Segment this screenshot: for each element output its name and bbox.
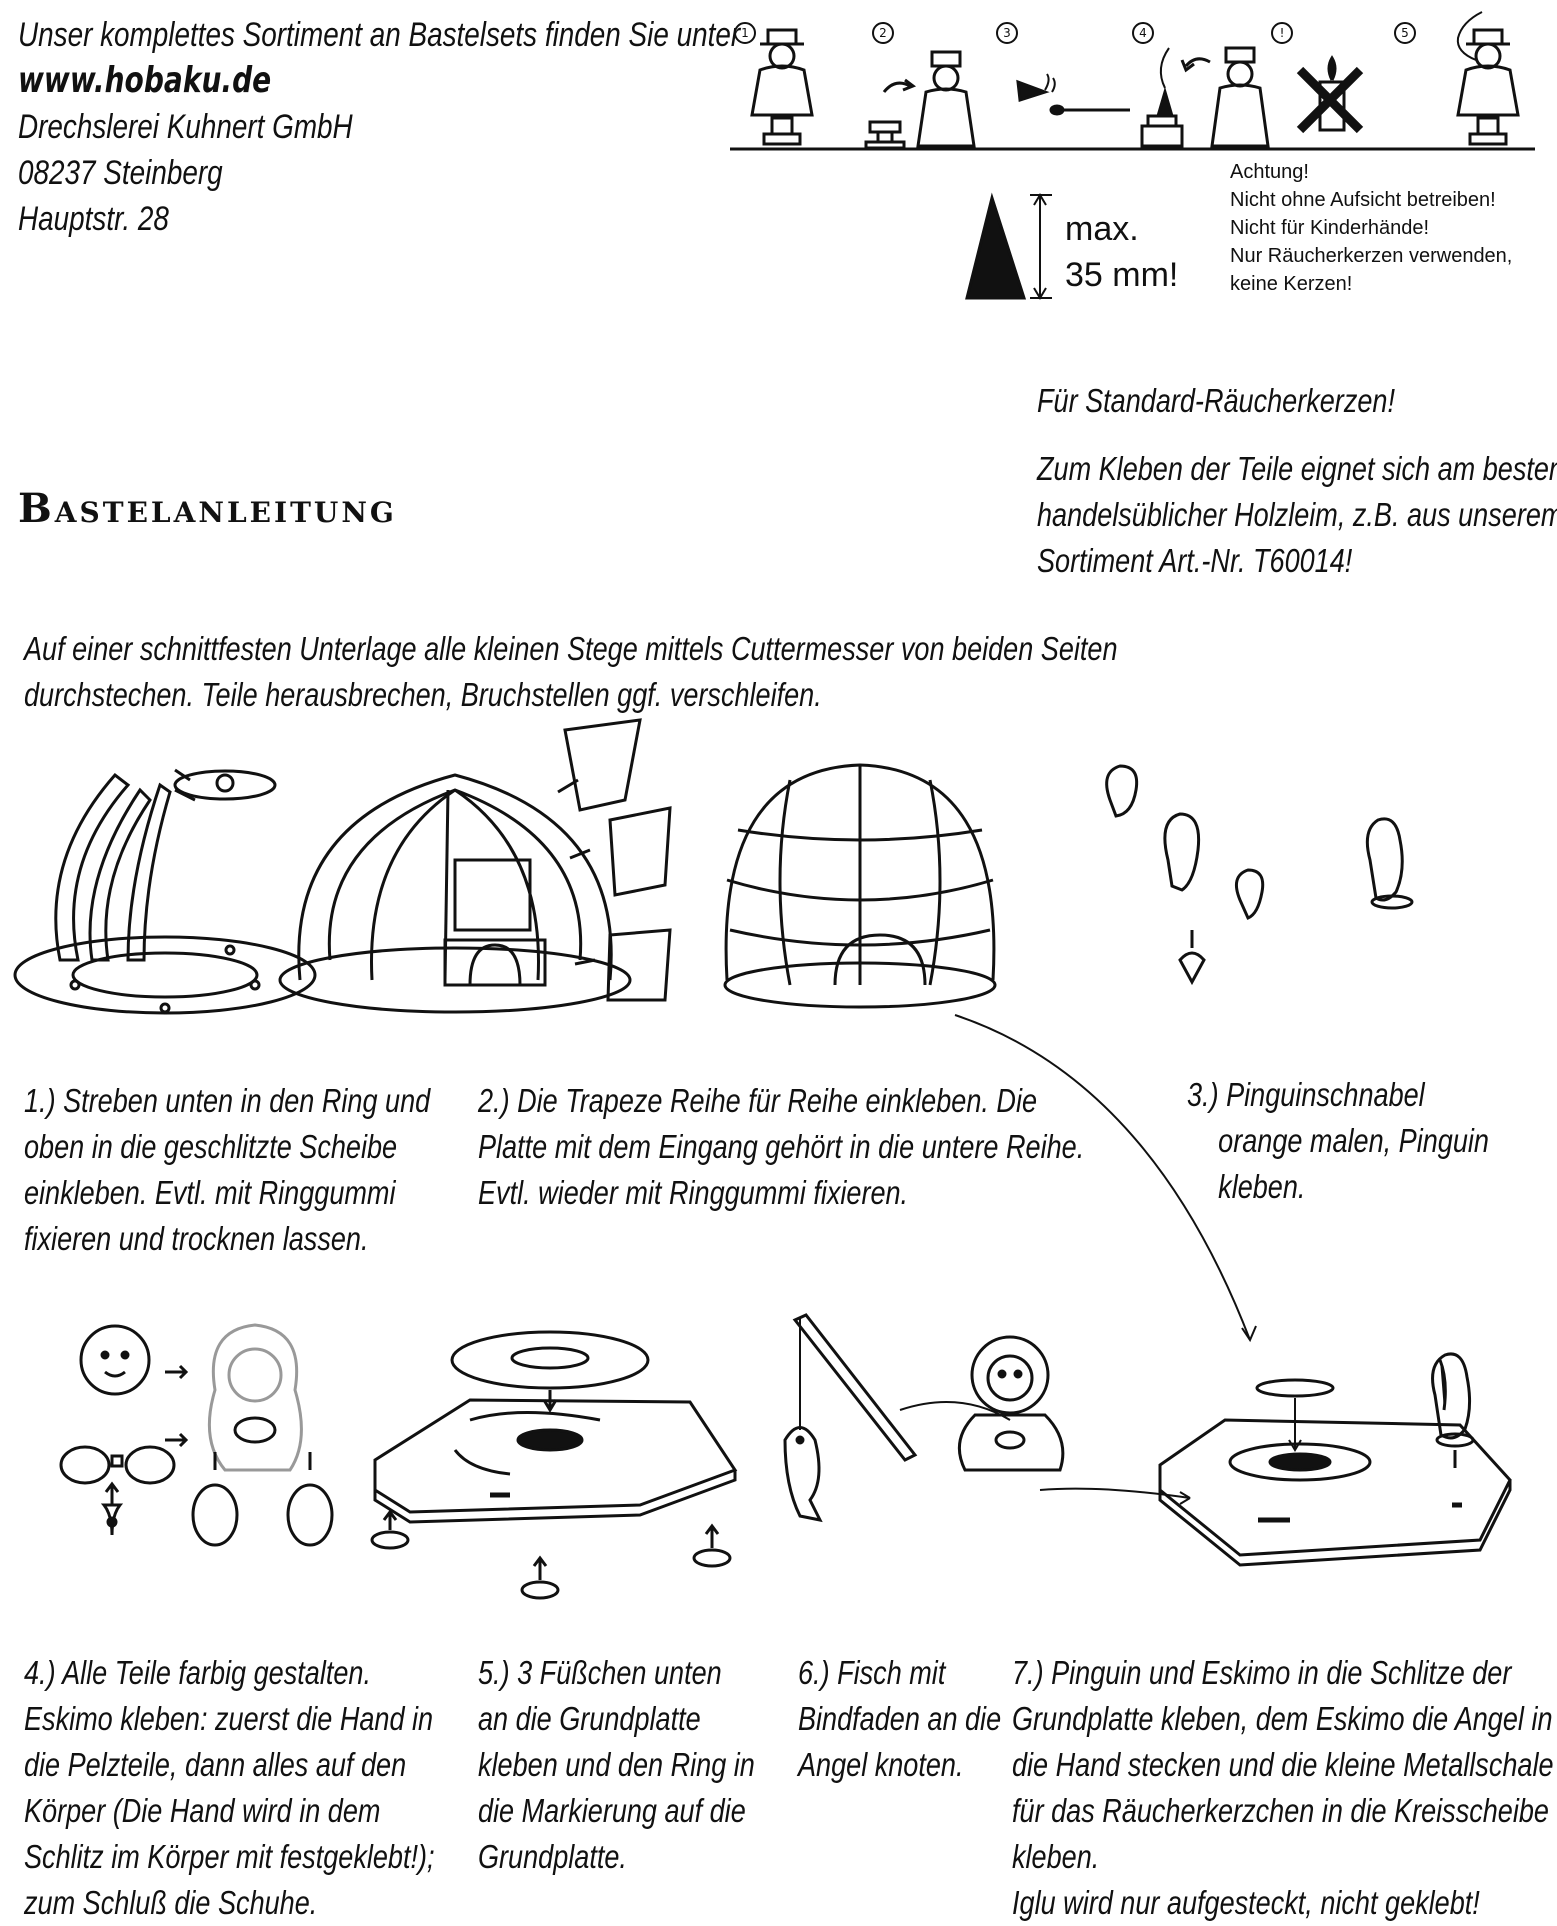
glue-note-line3: Sortiment Art.-Nr. T60014! (1037, 538, 1557, 584)
step-7-line: kleben. (1012, 1834, 1554, 1880)
base-plate-icon (372, 1332, 735, 1598)
fishing-rod-icon (785, 1315, 1010, 1520)
max-size-line1: max. (1065, 206, 1178, 252)
warning-title: Achtung! (1230, 158, 1512, 186)
step-6-line: 6.) Fisch mit (798, 1650, 1001, 1696)
step-marker-4: 4 (1139, 26, 1147, 40)
no-candle-icon (1300, 58, 1360, 130)
glue-note-line2: handelsüblicher Holzleim, z.B. aus unser… (1037, 492, 1557, 538)
step-4-line: zum Schluß die Schuhe. (24, 1880, 435, 1926)
step-1-line: 1.) Streben unten in den Ring und (24, 1078, 430, 1124)
penguin-parts-icon (1107, 766, 1412, 982)
step-7-line: 7.) Pinguin und Eskimo in die Schlitze d… (1012, 1650, 1554, 1696)
step-3-text: 3.) Pinguinschnabel orange malen, Pingui… (1187, 1072, 1489, 1210)
step-5-line: kleben und den Ring in (478, 1742, 755, 1788)
step-4-line: Körper (Die Hand wird in dem (24, 1788, 435, 1834)
step-7-line: für das Räucherkerzchen in die Kreissche… (1012, 1788, 1554, 1834)
step-marker-2: 2 (879, 26, 887, 40)
igloo-half-built-icon (280, 720, 670, 1012)
step-5-text: 5.) 3 Füßchen unten an die Grundplatte k… (478, 1650, 755, 1880)
step-4-line: Eskimo kleben: zuerst die Hand in (24, 1696, 435, 1742)
step-7-line: Iglu wird nur aufgesteckt, nicht geklebt… (1012, 1880, 1554, 1926)
warning-line4: Nur Räucherkerzen verwenden, (1230, 242, 1512, 270)
smoker-figure-5-icon (1458, 12, 1518, 144)
step-1-line: oben in die geschlitzte Scheibe (24, 1124, 430, 1170)
safety-warning: Achtung! Nicht ohne Aufsicht betreiben! … (1230, 158, 1512, 298)
max-size-line2: 35 mm! (1065, 252, 1178, 298)
step-2-line: Evtl. wieder mit Ringgummi fixieren. (478, 1170, 1084, 1216)
step-6-line: Bindfaden an die (798, 1696, 1001, 1742)
match-icon (1018, 74, 1130, 114)
step-marker-3: 3 (1003, 26, 1011, 40)
igloo-skeleton-icon (15, 770, 315, 1013)
step-5-line: an die Grundplatte (478, 1696, 755, 1742)
igloo-complete-icon (725, 765, 1256, 1340)
smoker-figure-1-icon (752, 30, 812, 144)
step-7-line: Grundplatte kleben, dem Eskimo die Angel… (1012, 1696, 1554, 1742)
glue-note-line1: Zum Kleben der Teile eignet sich am best… (1037, 446, 1557, 492)
smoker-figure-4-icon (1142, 48, 1268, 146)
step-marker-circles (735, 23, 1415, 43)
page-title: Bastelanleitung (18, 485, 397, 532)
final-assembly-icon (1160, 1354, 1510, 1565)
step-4-line: 4.) Alle Teile farbig gestalten. (24, 1650, 435, 1696)
step-1-line: fixieren und trocknen lassen. (24, 1216, 430, 1262)
step-2-line: 2.) Die Trapeze Reihe für Reihe einklebe… (478, 1078, 1084, 1124)
eskimo-parts-icon (61, 1325, 332, 1545)
step-3-line: orange malen, Pinguin (1187, 1118, 1489, 1164)
step-1-text: 1.) Streben unten in den Ring und oben i… (24, 1078, 430, 1262)
incense-cone-icon (967, 198, 1024, 298)
step-3-line: 3.) Pinguinschnabel (1187, 1072, 1489, 1118)
step-2-line: Platte mit dem Eingang gehört in die unt… (478, 1124, 1084, 1170)
step-4-text: 4.) Alle Teile farbig gestalten. Eskimo … (24, 1650, 435, 1926)
max-size-label: max. 35 mm! (1065, 206, 1178, 298)
step-marker-1: 1 (741, 26, 749, 40)
warning-line2: Nicht ohne Aufsicht betreiben! (1230, 186, 1512, 214)
intro-line1: Auf einer schnittfesten Unterlage alle k… (24, 626, 1118, 672)
intro-text: Auf einer schnittfesten Unterlage alle k… (24, 626, 1118, 718)
step-5-line: die Markierung auf die (478, 1788, 755, 1834)
step-marker-5: 5 (1401, 26, 1409, 40)
step-marker-warning: ! (1280, 26, 1285, 40)
step-5-line: Grundplatte. (478, 1834, 755, 1880)
step-5-line: 5.) 3 Füßchen unten (478, 1650, 755, 1696)
step-6-text: 6.) Fisch mit Bindfaden an die Angel kno… (798, 1650, 1001, 1788)
step-4-line: Schlitz im Körper mit festgeklebt!); (24, 1834, 435, 1880)
step-7-text: 7.) Pinguin und Eskimo in die Schlitze d… (1012, 1650, 1554, 1926)
step-3-line: kleben. (1187, 1164, 1489, 1210)
smoker-figure-2-icon (866, 52, 974, 148)
step-1-line: einkleben. Evtl. mit Ringgummi (24, 1170, 430, 1216)
glue-notes: Für Standard-Räucherkerzen! Zum Kleben d… (1037, 378, 1557, 584)
step-7-line: die Hand stecken und die kleine Metallsc… (1012, 1742, 1554, 1788)
eskimo-figure-icon (959, 1337, 1190, 1504)
warning-line5: keine Kerzen! (1230, 270, 1512, 298)
warning-line3: Nicht für Kinderhände! (1230, 214, 1512, 242)
step-6-line: Angel knoten. (798, 1742, 1001, 1788)
intro-line2: durchstechen. Teile herausbrechen, Bruch… (24, 672, 1118, 718)
step-marker-labels: 1 2 3 4 ! 5 (741, 26, 1409, 40)
standard-note: Für Standard-Räucherkerzen! (1037, 378, 1557, 424)
step-4-line: die Pelzteile, dann alles auf den (24, 1742, 435, 1788)
step-2-text: 2.) Die Trapeze Reihe für Reihe einklebe… (478, 1078, 1084, 1216)
